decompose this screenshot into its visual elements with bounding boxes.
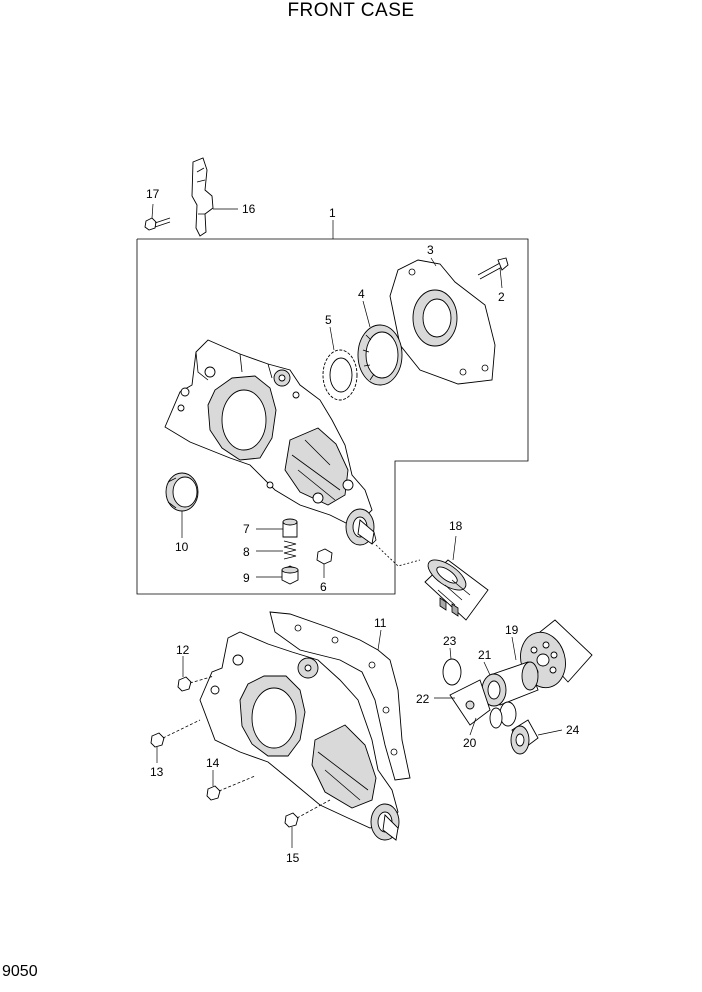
part-22-fitting bbox=[434, 679, 491, 726]
part-20-o-ring bbox=[469, 701, 517, 736]
part-15-bolt bbox=[284, 799, 331, 848]
callout-21: 21 bbox=[478, 648, 492, 662]
callout-10: 10 bbox=[175, 540, 189, 554]
callout-5: 5 bbox=[325, 313, 332, 327]
part-6-nut bbox=[316, 548, 333, 578]
part-11-gasket bbox=[269, 611, 411, 781]
callout-19: 19 bbox=[505, 623, 519, 637]
lower-front-case-assembly bbox=[199, 631, 400, 841]
callout-1: 1 bbox=[329, 206, 336, 220]
part-9-plug bbox=[256, 565, 299, 585]
callout-14: 14 bbox=[206, 756, 220, 770]
assembly-1-bracket bbox=[136, 238, 529, 595]
callout-18: 18 bbox=[449, 519, 463, 533]
callout-15: 15 bbox=[286, 851, 300, 865]
callout-7: 7 bbox=[243, 522, 250, 536]
callout-3: 3 bbox=[427, 243, 434, 257]
part-18-oil-filter bbox=[424, 535, 489, 621]
part-10-seal bbox=[165, 472, 199, 538]
part-24-plug bbox=[510, 719, 563, 755]
part-7-plunger bbox=[256, 518, 298, 538]
callout-9: 9 bbox=[243, 571, 250, 585]
part-5-gear bbox=[322, 326, 358, 401]
part-2-screw bbox=[477, 257, 509, 289]
callout-4: 4 bbox=[358, 287, 365, 301]
callout-6: 6 bbox=[320, 580, 327, 594]
part-12-bolt bbox=[177, 656, 215, 692]
part-13-bolt bbox=[150, 719, 201, 763]
callout-11: 11 bbox=[374, 616, 387, 630]
part-23-o-ring bbox=[442, 647, 462, 686]
callout-24: 24 bbox=[566, 723, 580, 737]
callout-13: 13 bbox=[150, 765, 164, 779]
callout-23: 23 bbox=[443, 634, 457, 648]
part-3-cover-plate bbox=[389, 257, 496, 385]
callout-2: 2 bbox=[498, 290, 505, 304]
page-title: FRONT CASE bbox=[287, 0, 415, 21]
callout-17: 17 bbox=[146, 187, 160, 201]
callout-16: 16 bbox=[242, 202, 256, 216]
part-14-bolt bbox=[206, 770, 256, 801]
callout-20: 20 bbox=[463, 736, 477, 750]
part-4-seal-ring bbox=[357, 300, 403, 386]
callout-12: 12 bbox=[176, 643, 190, 657]
part-21-filter-head bbox=[481, 661, 539, 707]
callout-22: 22 bbox=[416, 692, 430, 706]
page-number: 9050 bbox=[2, 963, 38, 980]
callout-8: 8 bbox=[243, 545, 250, 559]
part-8-spring bbox=[256, 540, 297, 560]
part-17-bolt bbox=[144, 203, 171, 231]
part-1-front-case bbox=[164, 220, 377, 546]
part-16-bracket bbox=[191, 157, 238, 237]
